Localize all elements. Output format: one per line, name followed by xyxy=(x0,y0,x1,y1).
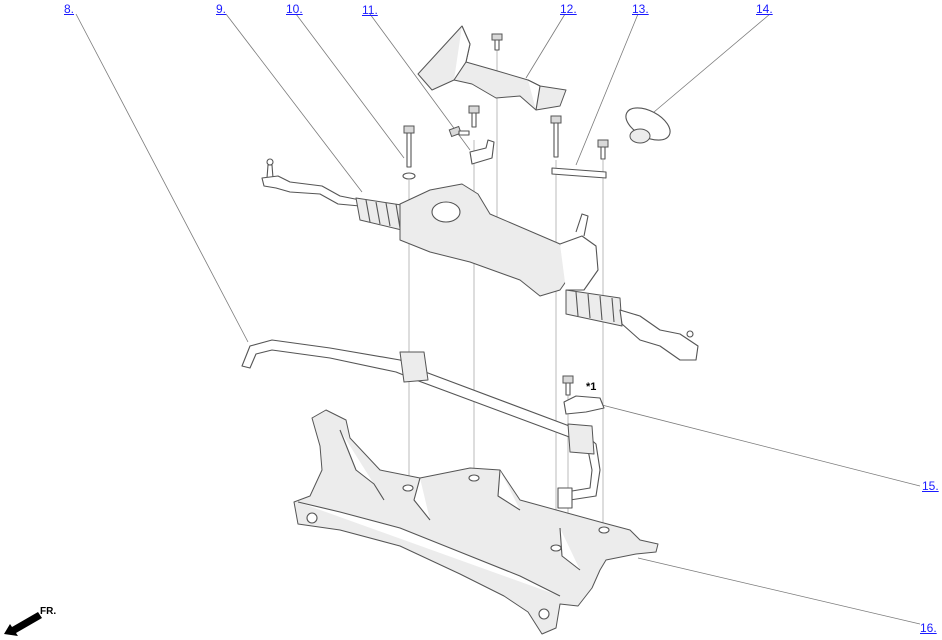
callout-8[interactable]: 8. xyxy=(64,2,75,16)
callout-15[interactable]: 15. xyxy=(922,479,939,493)
note-marker: *1 xyxy=(586,381,597,393)
bolt-11b xyxy=(448,125,470,138)
stabilizer-bracket-part xyxy=(563,395,605,415)
callout-11[interactable]: 11. xyxy=(362,3,378,17)
callout-16[interactable]: 16. xyxy=(920,621,937,635)
dust-boot-part xyxy=(625,107,671,144)
bolt-10 xyxy=(402,125,416,180)
callout-12[interactable]: 12. xyxy=(560,2,577,16)
bolt-13b xyxy=(597,139,609,160)
leader-lines xyxy=(75,13,921,625)
front-direction-arrow-icon xyxy=(4,612,42,636)
bolts xyxy=(402,33,609,396)
steering-rack-part xyxy=(261,158,699,361)
stabilizer-bar-part xyxy=(241,339,601,509)
plate-part xyxy=(551,167,607,179)
direction-label: FR. xyxy=(40,606,57,617)
heat-shield-part xyxy=(417,25,567,111)
callout-9[interactable]: 9. xyxy=(216,2,227,16)
bolt-15 xyxy=(562,375,574,396)
bolt-shield xyxy=(491,33,503,51)
bolt-11a xyxy=(468,105,480,128)
callout-10[interactable]: 10. xyxy=(286,2,303,16)
callout-13[interactable]: 13. xyxy=(632,2,649,16)
bolt-13a xyxy=(550,115,562,158)
callout-14[interactable]: 14. xyxy=(756,2,773,16)
bracket-part xyxy=(469,139,495,165)
front-subframe-part xyxy=(293,409,659,635)
